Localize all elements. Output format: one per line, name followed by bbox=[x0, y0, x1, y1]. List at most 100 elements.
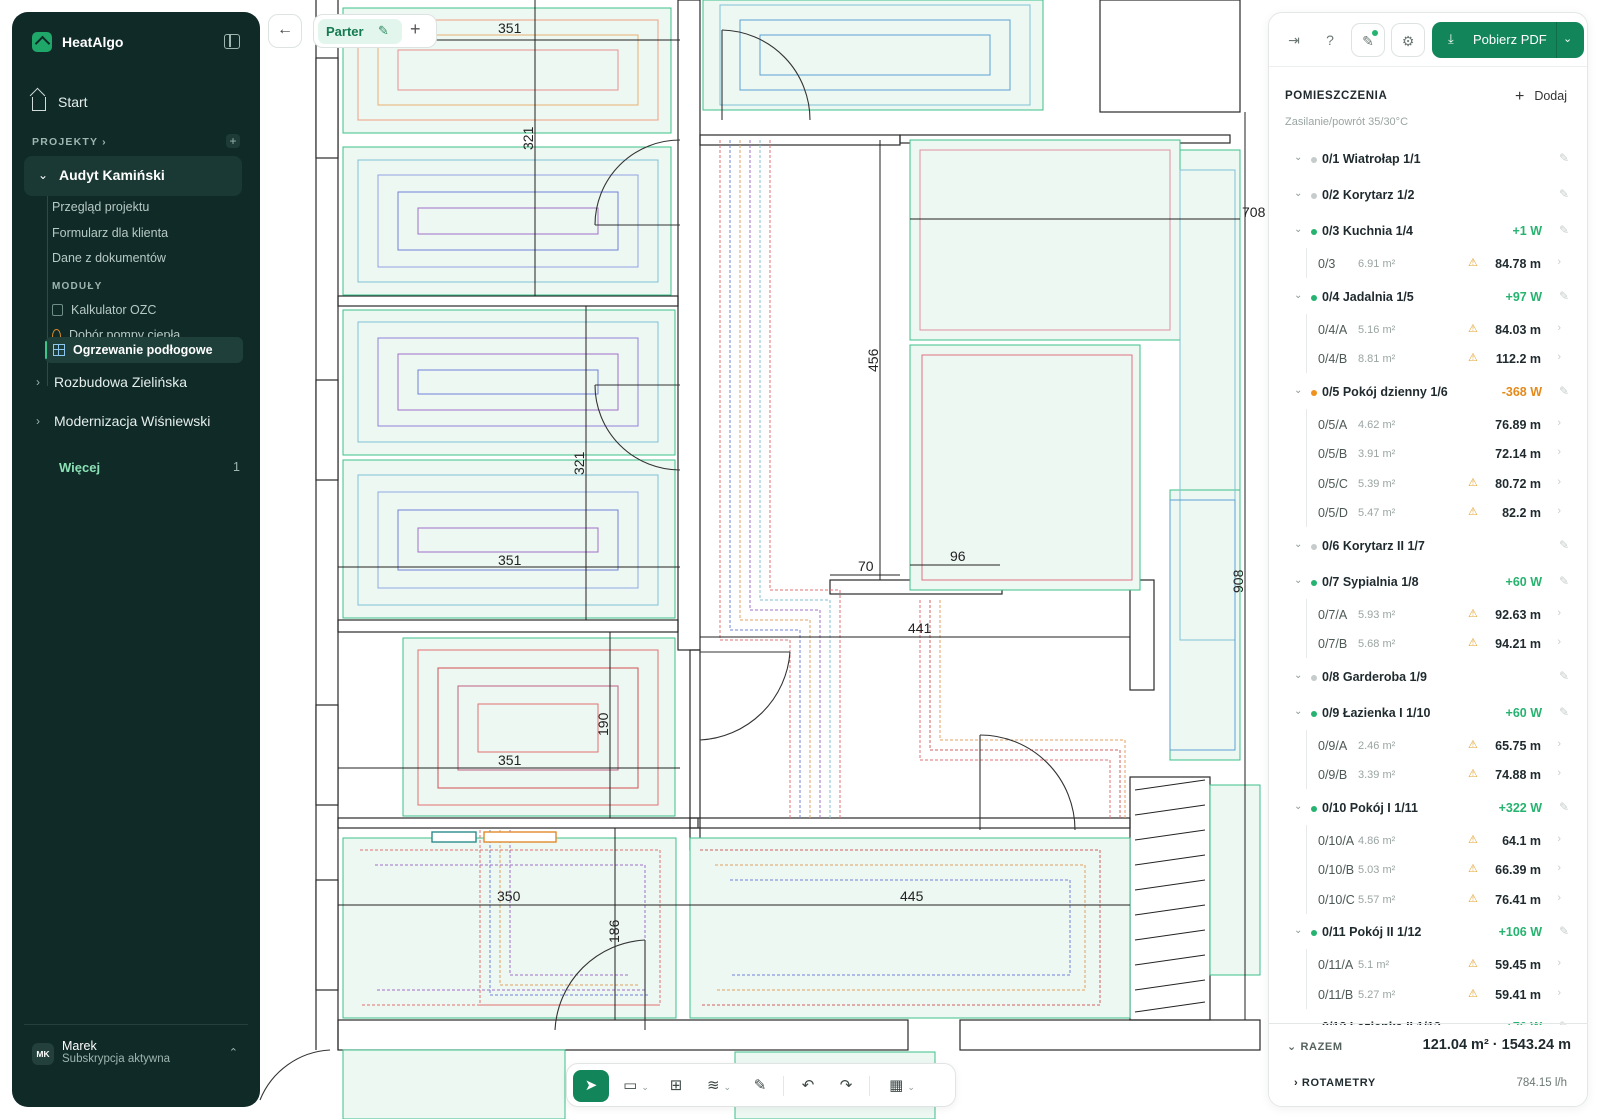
chevron-down-icon[interactable]: ⌄ bbox=[1294, 538, 1303, 550]
subnav-item-documents[interactable]: Dane z dokumentów bbox=[52, 251, 166, 265]
module-underfloor-heating[interactable]: Ogrzewanie podłogowe bbox=[45, 337, 243, 363]
room-row[interactable]: ⌄0/4 Jadalnia 1/5+97 W✎ bbox=[1269, 283, 1579, 311]
chevron-right-icon[interactable]: › bbox=[1557, 505, 1561, 517]
chevron-right-icon[interactable]: › bbox=[1557, 256, 1561, 268]
room-row[interactable]: ⌄0/3 Kuchnia 1/4+1 W✎ bbox=[1269, 217, 1579, 245]
room-row[interactable]: ⌄0/8 Garderoba 1/9✎ bbox=[1269, 663, 1579, 691]
chevron-right-icon[interactable]: › bbox=[1557, 986, 1561, 999]
pencil-icon[interactable]: ✎ bbox=[1558, 537, 1569, 552]
chevron-right-icon[interactable]: › bbox=[1557, 321, 1561, 334]
chevron-right-icon[interactable]: › bbox=[1557, 957, 1561, 969]
chevron-up-icon[interactable]: ⌃ bbox=[228, 1047, 238, 1059]
pencil-icon[interactable]: ✎ bbox=[1558, 573, 1569, 588]
total-toggle[interactable]: ⌄ RAZEM bbox=[1287, 1040, 1343, 1053]
chevron-down-icon[interactable]: ⌄ bbox=[723, 1082, 732, 1092]
chevron-down-icon[interactable]: ⌄ bbox=[38, 168, 49, 182]
room-row[interactable]: ⌄0/1 Wiatrołap 1/1✎ bbox=[1269, 145, 1579, 173]
collapse-panel-icon[interactable]: ⇥ bbox=[1288, 32, 1300, 48]
room-row[interactable]: ⌄0/10 Pokój I 1/11+322 W✎ bbox=[1269, 794, 1579, 822]
room-row[interactable]: ⌄0/6 Korytarz II 1/7✎ bbox=[1269, 532, 1579, 560]
nav-item-start[interactable]: Start bbox=[32, 92, 88, 111]
undo-icon[interactable]: ↶ bbox=[801, 1077, 815, 1094]
pipe-route-tool[interactable]: ≋⌄ bbox=[697, 1070, 741, 1102]
subnav-item-overview[interactable]: Przegląd projektu bbox=[52, 200, 150, 214]
pencil-tool-icon[interactable]: ✎ bbox=[753, 1077, 767, 1094]
chevron-right-icon[interactable]: › bbox=[1557, 891, 1561, 904]
table-view-tool[interactable]: ▦⌄ bbox=[879, 1070, 925, 1102]
chevron-right-icon[interactable]: › bbox=[1557, 351, 1561, 363]
chevron-down-icon[interactable]: ⌄ bbox=[641, 1082, 649, 1092]
chevron-down-icon[interactable]: ⌄ bbox=[1294, 1020, 1302, 1025]
rotameters-toggle[interactable]: › ROTAMETRY bbox=[1294, 1077, 1376, 1089]
chevron-right-icon[interactable]: › bbox=[1557, 832, 1561, 845]
chevron-down-icon[interactable]: ⌄ bbox=[1294, 574, 1303, 586]
back-button[interactable]: ← bbox=[268, 14, 302, 48]
chevron-right-icon[interactable]: › bbox=[1557, 606, 1561, 619]
brand[interactable]: HeatAlgo bbox=[32, 32, 123, 52]
download-pdf-button[interactable]: ⤓ Pobierz PDF ⌄ bbox=[1432, 22, 1584, 58]
rectangle-tool[interactable]: ▭⌄ bbox=[615, 1070, 657, 1102]
chevron-right-icon[interactable]: › bbox=[1557, 862, 1561, 874]
room-row[interactable]: ⌄0/11 Pokój II 1/12+106 W✎ bbox=[1269, 918, 1579, 946]
project-item[interactable]: › Modernizacja Wiśniewski bbox=[36, 413, 210, 429]
pencil-icon[interactable]: ✎ bbox=[1558, 187, 1569, 201]
floor-tab-active[interactable]: Parter ✎ bbox=[318, 19, 402, 44]
add-room-button[interactable]: +Dodaj bbox=[1515, 88, 1567, 106]
projects-section-label[interactable]: PROJEKTY › bbox=[32, 136, 107, 148]
chevron-down-icon[interactable]: ⌄ bbox=[1294, 224, 1303, 235]
room-row[interactable]: ⌄0/2 Korytarz 1/2✎ bbox=[1269, 181, 1579, 209]
chevron-right-icon[interactable]: › bbox=[1557, 767, 1561, 779]
pencil-icon[interactable]: ✎ bbox=[1558, 704, 1569, 719]
chevron-right-icon[interactable]: › bbox=[1557, 475, 1561, 488]
pencil-icon[interactable]: ✎ bbox=[1558, 383, 1569, 398]
grid-layout-icon[interactable]: ⊞ bbox=[669, 1077, 683, 1094]
chevron-right-icon[interactable]: › bbox=[1557, 446, 1561, 458]
room-row[interactable]: ⌄0/9 Łazienka I 1/10+60 W✎ bbox=[1269, 699, 1579, 727]
avatar[interactable]: MK bbox=[32, 1043, 54, 1065]
settings-gear-icon[interactable]: ⚙ bbox=[1391, 23, 1425, 57]
more-projects-link[interactable]: Więcej bbox=[59, 460, 101, 475]
chevron-down-icon[interactable]: ⌄ bbox=[907, 1082, 915, 1092]
chevron-down-icon[interactable]: ⌄ bbox=[1563, 33, 1573, 45]
room-row[interactable]: ⌄0/5 Pokój dzienny 1/6-368 W✎ bbox=[1269, 378, 1579, 406]
redo-icon[interactable]: ↷ bbox=[839, 1077, 853, 1094]
pencil-icon[interactable]: ✎ bbox=[1559, 1019, 1569, 1025]
chevron-right-icon[interactable]: › bbox=[1557, 416, 1561, 429]
pencil-icon[interactable]: ✎ bbox=[1558, 223, 1569, 237]
add-floor-button[interactable]: + bbox=[410, 19, 421, 39]
chevron-down-icon[interactable]: ⌄ bbox=[1294, 188, 1303, 199]
pencil-icon[interactable]: ✎ bbox=[1558, 924, 1569, 938]
project-item[interactable]: › Rozbudowa Zielińska bbox=[36, 374, 187, 390]
subnav-item-client-form[interactable]: Formularz dla klienta bbox=[52, 225, 169, 240]
chevron-down-icon[interactable]: ⌄ bbox=[1294, 925, 1303, 936]
chevron-right-icon[interactable]: › bbox=[1557, 737, 1561, 750]
pencil-icon[interactable]: ✎ bbox=[1558, 668, 1569, 683]
pencil-icon[interactable]: ✎ bbox=[1558, 288, 1569, 303]
project-active[interactable]: ⌄ Audyt Kamiński bbox=[24, 156, 242, 196]
chevron-down-icon[interactable]: ⌄ bbox=[1294, 669, 1303, 681]
module-ozc-calculator[interactable]: Kalkulator OZC bbox=[52, 299, 156, 321]
pencil-icon[interactable]: ✎ bbox=[1558, 151, 1569, 165]
chevron-down-icon[interactable]: ⌄ bbox=[1294, 152, 1303, 163]
chevron-down-icon[interactable]: ⌄ bbox=[1294, 289, 1303, 301]
select-tool-icon[interactable]: ➤ bbox=[573, 1070, 609, 1102]
chevron-down-icon[interactable]: ⌄ bbox=[1294, 384, 1303, 396]
pencil-icon[interactable]: ✎ bbox=[1558, 799, 1569, 814]
help-icon[interactable]: ? bbox=[1326, 32, 1334, 48]
sidebar-toggle-icon[interactable] bbox=[224, 34, 240, 49]
chevron-down-icon[interactable]: ⌄ bbox=[1294, 705, 1303, 717]
add-project-button[interactable]: + bbox=[226, 134, 240, 148]
